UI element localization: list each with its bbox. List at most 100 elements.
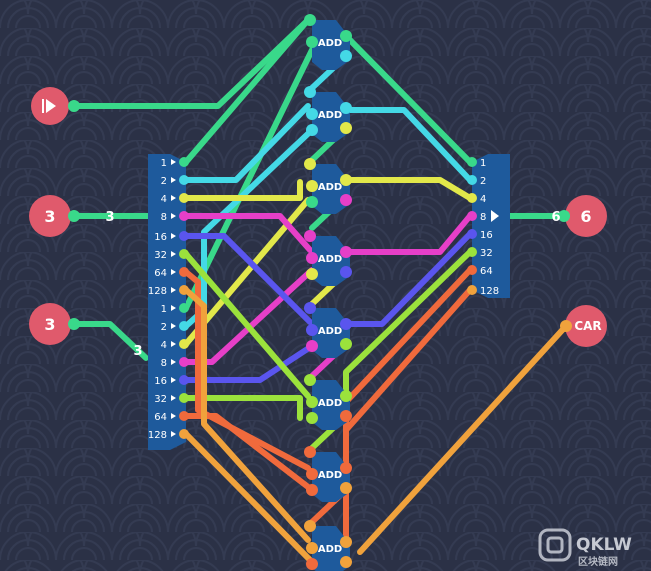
adder-2[interactable]: ADD (304, 86, 352, 142)
adder-input-a-pin[interactable] (304, 158, 316, 170)
wire-a6-to-add6[interactable] (183, 251, 311, 399)
adder-5[interactable]: ADD (304, 302, 352, 358)
wire-a5-to-add5[interactable] (183, 233, 313, 325)
input-a-output-pin[interactable] (68, 210, 80, 222)
splitter-output-pin-a-0[interactable] (179, 157, 189, 167)
adder-input-a-pin[interactable] (304, 302, 316, 314)
splitter-output-pin-b-3[interactable] (179, 357, 189, 367)
wire-input-b[interactable] (71, 321, 149, 361)
wire-add4-sum[interactable] (343, 213, 473, 255)
wire-add8-carry[interactable] (357, 323, 569, 555)
adder-sum-pin[interactable] (340, 30, 352, 42)
adder-6[interactable]: ADD (304, 374, 352, 430)
wire-add2-sum[interactable] (343, 107, 473, 183)
adder-sum-pin[interactable] (340, 174, 352, 186)
wire-a7-to-add7[interactable] (183, 269, 311, 471)
adder-sum-pin[interactable] (340, 536, 352, 548)
adder-input-a-pin[interactable] (304, 86, 316, 98)
run-input-node[interactable] (31, 87, 80, 125)
input-a-node[interactable]: 3 3 (29, 195, 115, 237)
adder-carry-in-pin[interactable] (306, 340, 318, 352)
wire-add6-sum[interactable] (343, 249, 473, 399)
splitter-output-pin-a-4[interactable] (179, 231, 189, 241)
adder-input-b-pin[interactable] (306, 252, 318, 264)
output-carry-node[interactable]: CAR (560, 305, 607, 347)
output-carry-input-pin[interactable] (560, 320, 572, 332)
wire-b6-to-add6[interactable] (183, 395, 303, 421)
splitter-module[interactable] (148, 154, 186, 450)
wire-b8-to-add8[interactable] (183, 431, 315, 565)
splitter-output-pin-a-6[interactable] (179, 267, 189, 277)
adder-input-b-pin[interactable] (306, 108, 318, 120)
adder-input-a-pin[interactable] (304, 520, 316, 532)
adder-input-b-pin[interactable] (306, 180, 318, 192)
splitter-output-pin-b-2[interactable] (179, 339, 189, 349)
wire-a4-to-add4[interactable] (183, 213, 313, 253)
adder-sum-pin[interactable] (340, 102, 352, 114)
adder-carry-out-pin[interactable] (340, 556, 352, 568)
splitter-output-pin-a-3[interactable] (179, 211, 189, 221)
joiner-input-pin-7[interactable] (467, 285, 477, 295)
adder-carry-in-pin[interactable] (306, 268, 318, 280)
adder-sum-pin[interactable] (340, 390, 352, 402)
adder-carry-out-pin[interactable] (340, 122, 352, 134)
splitter-output-pin-a-1[interactable] (179, 175, 189, 185)
adder-input-a-pin[interactable] (304, 230, 316, 242)
input-b-output-pin[interactable] (68, 318, 80, 330)
joiner-input-pin-2[interactable] (467, 193, 477, 203)
wire-add1-sum[interactable] (343, 33, 473, 165)
splitter-output-pin-b-4[interactable] (179, 375, 189, 385)
adder-carry-in-pin[interactable] (306, 196, 318, 208)
adder-input-a-pin[interactable] (304, 374, 316, 386)
adder-input-a-pin[interactable] (304, 446, 316, 458)
wire-a8-to-add8[interactable] (183, 287, 311, 543)
adder-carry-out-pin[interactable] (340, 266, 352, 278)
adder-input-b-pin[interactable] (306, 324, 318, 336)
joiner-input-pin-4[interactable] (467, 229, 477, 239)
wire-a1-to-add1[interactable] (183, 17, 311, 165)
adder-input-b-pin[interactable] (306, 36, 318, 48)
adder-input-b-pin[interactable] (306, 396, 318, 408)
adder-sum-pin[interactable] (340, 462, 352, 474)
splitter-output-pin-a-2[interactable] (179, 193, 189, 203)
adder-input-b-pin[interactable] (306, 542, 318, 554)
joiner-input-pin-0[interactable] (467, 157, 477, 167)
wire-b7-to-add7[interactable] (183, 413, 315, 493)
wire-b4-to-add4[interactable] (183, 267, 315, 365)
adder-4[interactable]: ADD (304, 230, 352, 286)
wire-add8-sum[interactable] (343, 287, 473, 543)
joiner-input-pin-1[interactable] (467, 175, 477, 185)
adder-input-a-pin[interactable] (304, 14, 316, 26)
joiner-input-pin-3[interactable] (467, 211, 477, 221)
adder-1[interactable]: ADD (304, 14, 352, 70)
adder-carry-out-pin[interactable] (340, 482, 352, 494)
adder-carry-out-pin[interactable] (340, 338, 352, 350)
adder-carry-out-pin[interactable] (340, 410, 352, 422)
adder-carry-in-pin[interactable] (306, 124, 318, 136)
splitter-output-pin-b-5[interactable] (179, 393, 189, 403)
output-result-input-pin[interactable] (558, 210, 570, 222)
adder-sum-pin[interactable] (340, 246, 352, 258)
wire-add5-sum[interactable] (343, 231, 473, 327)
joiner-input-pin-5[interactable] (467, 247, 477, 257)
wire-a2-to-add2[interactable] (183, 103, 311, 183)
adder-7[interactable]: ADD (304, 446, 352, 502)
adder-3[interactable]: ADD (304, 158, 352, 214)
output-result-node[interactable]: 6 6 (551, 195, 607, 237)
wire-a3-to-add3[interactable] (183, 179, 303, 201)
input-b-node[interactable]: 3 3 (29, 303, 143, 359)
splitter-output-pin-a-5[interactable] (179, 249, 189, 259)
adder-carry-in-pin[interactable] (306, 412, 318, 424)
wire-add3-sum[interactable] (343, 177, 473, 201)
splitter-output-pin-a-7[interactable] (179, 285, 189, 295)
splitter-output-pin-b-6[interactable] (179, 411, 189, 421)
splitter-output-pin-b-1[interactable] (179, 321, 189, 331)
adder-carry-out-pin[interactable] (340, 50, 352, 62)
wire-b5-to-add5[interactable] (183, 343, 315, 383)
adder-carry-out-pin[interactable] (340, 194, 352, 206)
adder-input-b-pin[interactable] (306, 468, 318, 480)
splitter-output-pin-b-7[interactable] (179, 429, 189, 439)
adder-sum-pin[interactable] (340, 318, 352, 330)
splitter-output-pin-b-0[interactable] (179, 303, 189, 313)
run-output-pin[interactable] (68, 100, 80, 112)
